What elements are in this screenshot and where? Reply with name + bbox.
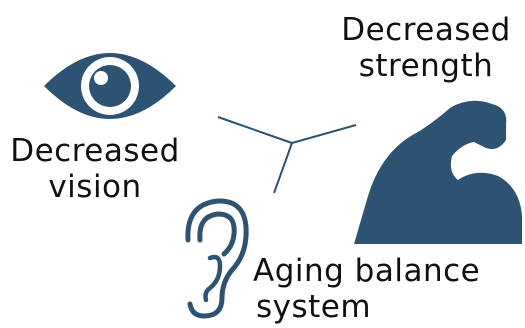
strength-label-line2: strength [358, 48, 494, 84]
connector-to-balance [273, 142, 293, 194]
vision-label-line1: Decreased [10, 133, 180, 169]
eye-icon [44, 53, 176, 119]
vision-label-line2: vision [48, 169, 142, 205]
label-aging-balance-system: Aging balance system [253, 253, 503, 325]
connector-to-strength [291, 124, 357, 144]
label-decreased-vision: Decreased vision [2, 133, 188, 205]
label-decreased-strength: Decreased strength [334, 12, 518, 84]
ear-icon [185, 198, 249, 319]
strength-label-line1: Decreased [341, 12, 511, 48]
balance-label-line1: Aging balance [253, 253, 481, 289]
flexed-arm-icon [354, 100, 522, 244]
balance-label-line2: system [256, 289, 372, 325]
connector-to-vision [217, 116, 293, 144]
